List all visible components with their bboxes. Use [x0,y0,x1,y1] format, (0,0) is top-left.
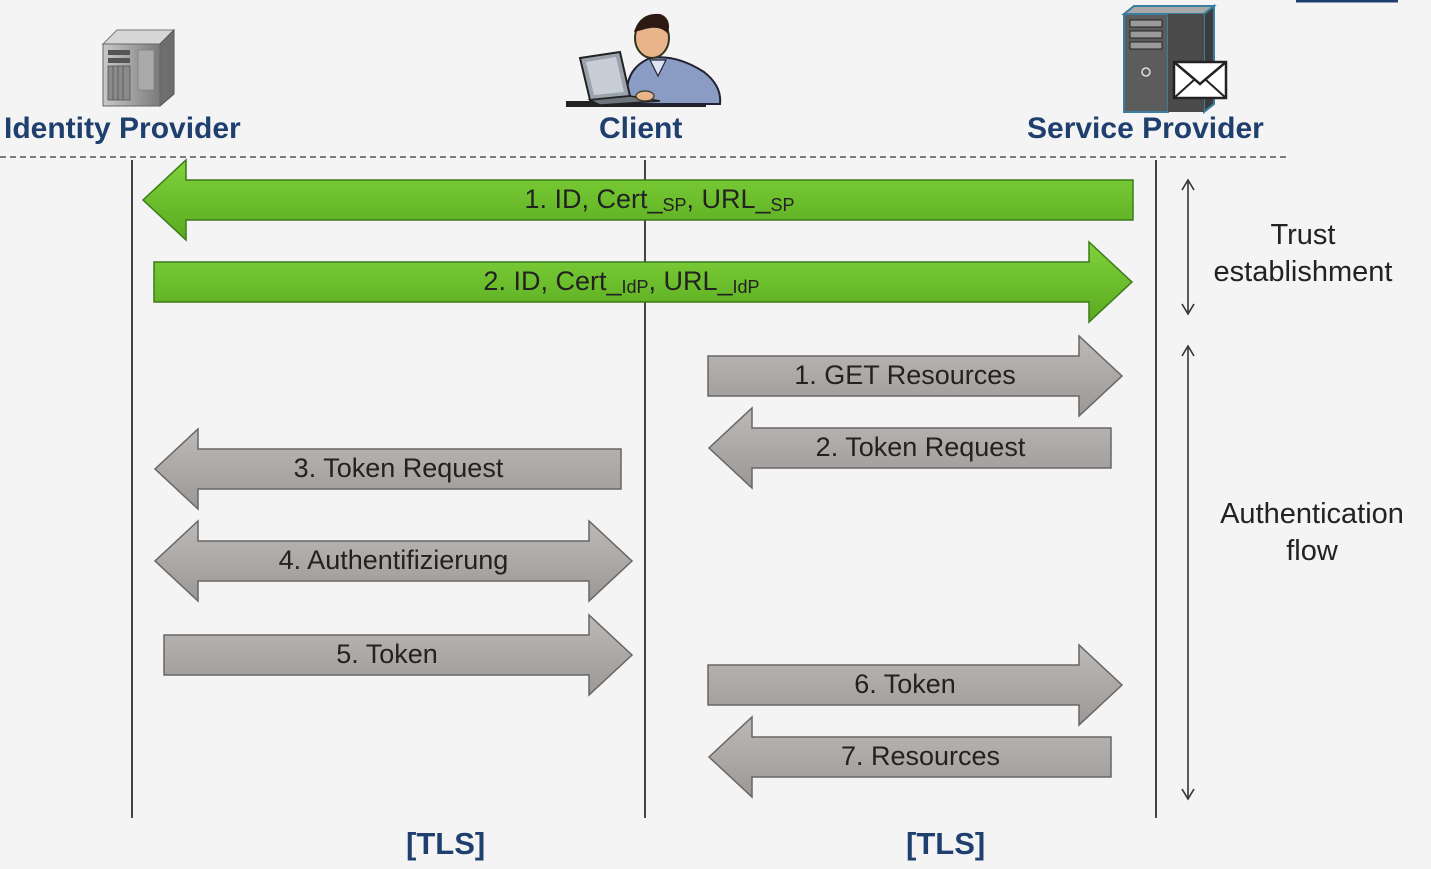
flow-message-7: 7. Resources [840,741,1001,771]
trust-message-1-url-sub: SP [770,195,795,215]
trust-message-1: 1. ID, Cert_SP, URL_SP [186,184,1133,216]
server-tower-icon [101,28,176,108]
service-provider-label: Service Provider [1027,112,1264,145]
auth-bracket [1181,344,1195,801]
trust-message-2: 2. ID, Cert_IdP, URL_IdP [154,266,1089,298]
trust-message-1-url: , URL_ [686,184,771,214]
trust-arrow-1 [141,158,1134,242]
trust-message-2-main: 2. ID, Cert_ [483,266,622,296]
trust-message-2-cert-sub: IdP [621,277,649,297]
auth-phase-line1: Authentication [1220,498,1404,530]
flow-arrow-7 [707,715,1112,799]
flow-message-3: 3. Token Request [293,453,504,483]
flow-arrow-2 [707,406,1112,490]
trust-message-1-main: 1. ID, Cert_ [524,184,663,214]
flow-arrow-5 [163,613,634,697]
auth-phase-label: Authentication flow [1200,496,1424,570]
trust-message-2-url: , URL_ [648,266,733,296]
flow-message-2: 2. Token Request [815,432,1026,462]
trust-phase-line1: Trust [1270,219,1336,251]
trust-bracket [1181,178,1195,316]
tls-label-right: [TLS] [906,826,986,861]
auth-phase-line2: flow [1286,535,1338,567]
flow-message-6: 6. Token [854,669,956,699]
trust-message-2-url-sub: IdP [732,277,760,297]
mail-server-icon [1121,3,1228,115]
trust-phase-line2: establishment [1213,256,1393,288]
trust-message-1-cert-sub: SP [662,195,687,215]
flow-message-5: 5. Token [336,639,438,669]
client-label: Client [599,112,683,145]
flow-arrow-1 [707,334,1124,418]
flow-arrow-6 [707,643,1124,727]
flow-arrow-4 [153,519,634,603]
tls-label-left: [TLS] [406,826,486,861]
flow-arrow-3 [153,427,622,511]
identity-provider-label: Identity Provider [4,112,241,145]
flow-message-1: 1. GET Resources [794,360,1016,390]
trust-phase-label: Trust establishment [1198,217,1408,291]
trust-arrow-2 [153,240,1134,324]
person-at-laptop-icon [566,13,722,107]
flow-message-4: 4. Authentifizierung [278,545,509,575]
